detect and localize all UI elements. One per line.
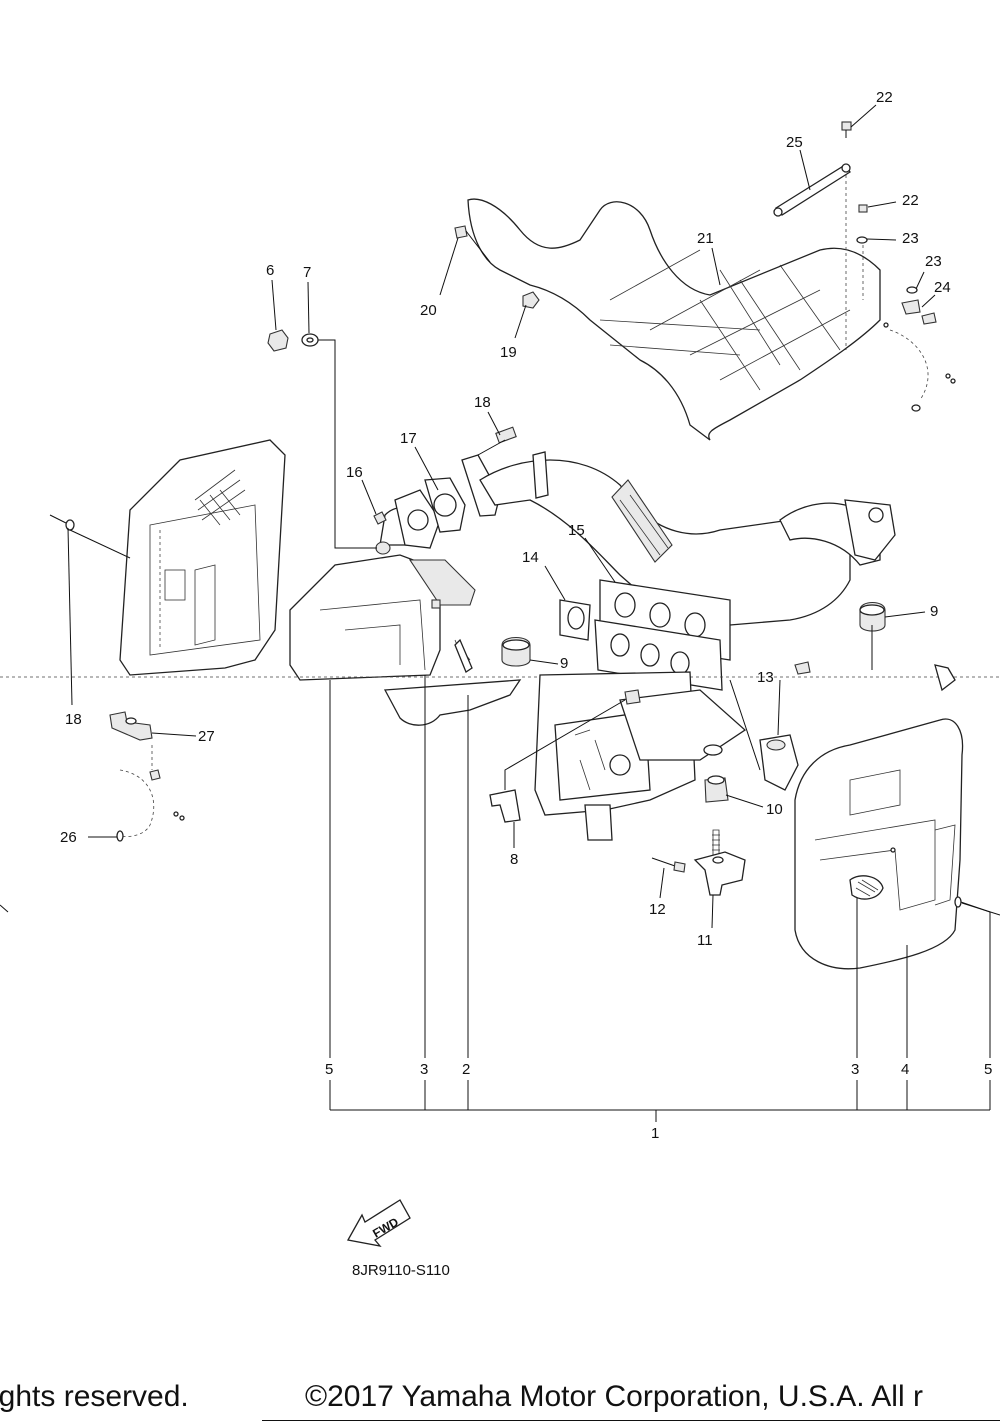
strap-and-bolts	[773, 121, 956, 412]
callout-20: 20	[420, 302, 437, 319]
footer-copyright-text: ©2017 Yamaha Motor Corporation, U.S.A. A…	[305, 1380, 923, 1413]
grommet-right	[859, 601, 886, 632]
callout-4: 4	[901, 1061, 909, 1078]
callout-2: 2	[462, 1061, 470, 1078]
bracket-13	[759, 661, 811, 791]
silencer	[534, 671, 747, 841]
callout-17: 17	[400, 430, 417, 447]
plug-and-washer	[267, 329, 319, 352]
callout-16: 16	[346, 464, 363, 481]
callout-27: 27	[198, 728, 215, 745]
clip-8	[489, 789, 521, 823]
bracket-11	[651, 829, 746, 896]
left-heat-shield	[119, 439, 286, 676]
callout-6: 6	[266, 262, 274, 279]
callout-13: 13	[757, 669, 774, 686]
upper-heat-shield	[467, 198, 881, 441]
callout-labels: 22 25 22 23 21 23 24 6 7 20 19 18 17 16 …	[60, 89, 992, 1279]
callout-22: 22	[876, 89, 893, 106]
callout-19: 19	[500, 344, 517, 361]
bracket-27	[0, 711, 185, 913]
callout-10: 10	[766, 801, 783, 818]
drawing-code: 8JR9110-S110	[352, 1262, 450, 1279]
exhaust-pipe	[479, 451, 896, 627]
callout-12: 12	[649, 901, 666, 918]
fastener-left	[49, 514, 131, 559]
callout-5: 5	[984, 1061, 992, 1078]
callout-23: 23	[902, 230, 919, 247]
callout-22: 22	[902, 192, 919, 209]
footer-divider	[262, 1420, 1000, 1421]
copyright-footer: ights reserved. ©2017 Yamaha Motor Corpo…	[0, 1372, 1000, 1423]
muffler-body	[289, 506, 522, 726]
callout-1: 1	[651, 1125, 659, 1142]
callout-21: 21	[697, 230, 714, 247]
bolt-and-nut	[454, 225, 540, 309]
manifold-gaskets	[559, 579, 731, 691]
callout-18: 18	[65, 711, 82, 728]
callout-11: 11	[697, 932, 713, 949]
callout-23: 23	[925, 253, 942, 270]
callout-9: 9	[930, 603, 938, 620]
callout-3: 3	[851, 1061, 859, 1078]
gaskets-upper	[373, 426, 517, 549]
callout-3: 3	[420, 1061, 428, 1078]
callout-9: 9	[560, 655, 568, 672]
callout-15: 15	[568, 522, 585, 539]
callout-24: 24	[934, 279, 951, 296]
footer-rights-text: ights reserved.	[0, 1380, 189, 1413]
grommet-center	[501, 636, 531, 667]
fwd-arrow-icon: FWD	[346, 1199, 411, 1247]
callout-8: 8	[510, 851, 518, 868]
callout-18: 18	[474, 394, 491, 411]
callout-5: 5	[325, 1061, 333, 1078]
callout-25: 25	[786, 134, 803, 151]
leader-lines	[67, 104, 991, 1122]
callout-14: 14	[522, 549, 539, 566]
right-heat-shield	[794, 664, 1000, 970]
callout-26: 26	[60, 829, 77, 846]
damper-10	[704, 775, 729, 803]
callout-7: 7	[303, 264, 311, 281]
